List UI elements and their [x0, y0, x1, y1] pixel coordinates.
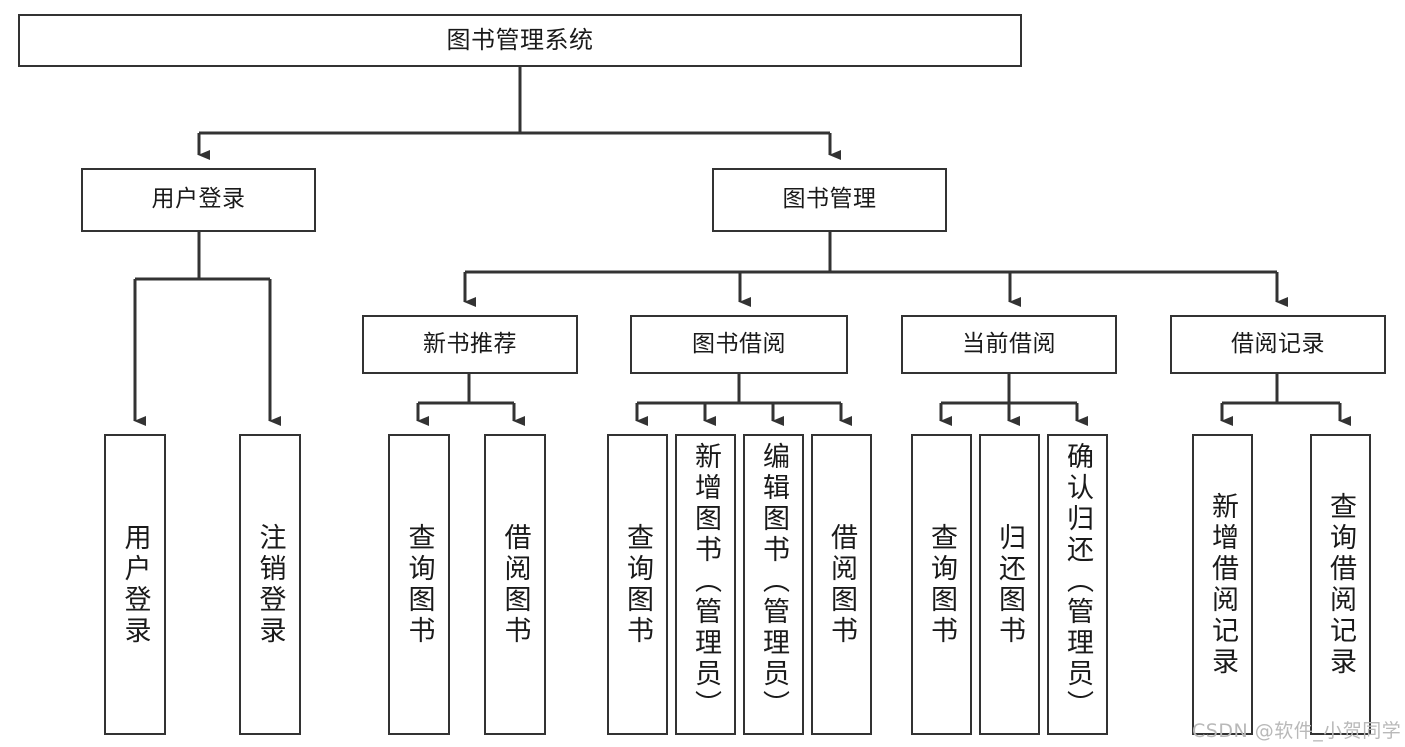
node-label: 归还图书: [994, 522, 1025, 647]
leaf-return-book[interactable]: 归还图书: [979, 434, 1040, 735]
node-label: 图书管理: [782, 186, 877, 213]
node-root-book-management-system[interactable]: 图书管理系统: [18, 14, 1022, 67]
node-label: 图书管理系统: [446, 26, 594, 55]
node-label: 用户登录: [119, 522, 151, 647]
leaf-edit-book-admin[interactable]: 编辑图书（管理员）: [743, 434, 804, 735]
leaf-add-borrow-record[interactable]: 新增借阅记录: [1192, 434, 1253, 735]
leaf-user-logout[interactable]: 注销登录: [239, 434, 301, 735]
node-borrow-record[interactable]: 借阅记录: [1170, 315, 1386, 374]
node-label: 查询借阅记录: [1325, 491, 1356, 678]
leaf-borrow-book[interactable]: 借阅图书: [811, 434, 872, 735]
leaf-user-login[interactable]: 用户登录: [104, 434, 166, 735]
node-label: 新增图书（管理员）: [690, 442, 721, 721]
node-label: 注销登录: [254, 522, 286, 647]
csdn-watermark: CSDN @软件_小贺同学: [1192, 720, 1402, 742]
node-label: 编辑图书（管理员）: [758, 442, 789, 721]
node-label: 用户登录: [151, 186, 246, 213]
node-label: 借阅图书: [499, 522, 531, 647]
leaf-add-book-admin[interactable]: 新增图书（管理员）: [675, 434, 736, 735]
leaf-query-book-recommendation[interactable]: 查询图书: [388, 434, 450, 735]
node-label: 查询图书: [622, 522, 653, 647]
node-new-book-recommendation[interactable]: 新书推荐: [362, 315, 578, 374]
node-label: 确认归还（管理员）: [1062, 442, 1093, 721]
leaf-query-book-borrow[interactable]: 查询图书: [607, 434, 668, 735]
leaf-query-book-current[interactable]: 查询图书: [911, 434, 972, 735]
node-label: 借阅记录: [1231, 330, 1325, 357]
node-label: 当前借阅: [962, 330, 1056, 357]
leaf-query-borrow-record[interactable]: 查询借阅记录: [1310, 434, 1371, 735]
leaf-confirm-return-admin[interactable]: 确认归还（管理员）: [1047, 434, 1108, 735]
node-label: 查询图书: [403, 522, 435, 647]
node-book-management[interactable]: 图书管理: [712, 168, 947, 232]
node-label: 图书借阅: [692, 330, 786, 357]
leaf-borrow-book-recommendation[interactable]: 借阅图书: [484, 434, 546, 735]
node-current-borrow[interactable]: 当前借阅: [901, 315, 1117, 374]
node-book-borrow[interactable]: 图书借阅: [630, 315, 848, 374]
node-label: 借阅图书: [826, 522, 857, 647]
node-label: 查询图书: [926, 522, 957, 647]
node-label: 新书推荐: [423, 330, 517, 357]
node-user-login[interactable]: 用户登录: [81, 168, 316, 232]
node-label: 新增借阅记录: [1207, 491, 1238, 678]
